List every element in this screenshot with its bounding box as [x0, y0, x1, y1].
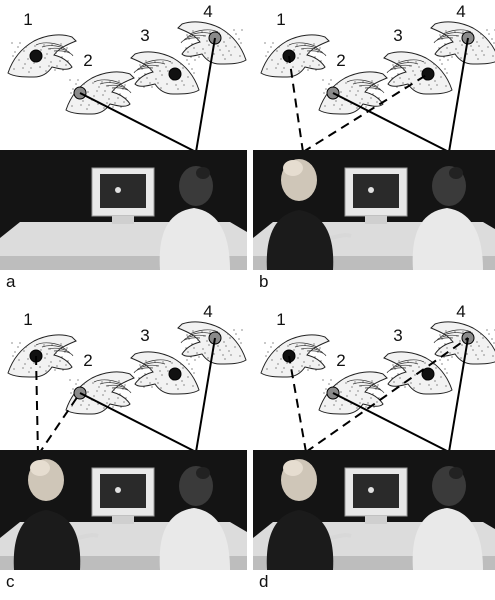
hand-3-marker — [421, 367, 435, 381]
participant-left — [266, 459, 352, 570]
hand-2-illustration: 2 — [65, 351, 135, 415]
hand-3-label: 3 — [393, 326, 402, 345]
hand-3-label: 3 — [140, 326, 149, 345]
photo — [253, 150, 495, 270]
photo — [0, 450, 247, 570]
hand-1-illustration: 1 — [260, 10, 330, 78]
figure-panel-c: 1 2 3 4 c — [0, 300, 247, 600]
hand-1-illustration: 1 — [7, 10, 77, 78]
hand-1-label: 1 — [23, 310, 32, 329]
participant-right — [159, 466, 230, 570]
hand-1-label: 1 — [276, 10, 285, 29]
solid-line-to-hand-4 — [448, 37, 469, 153]
hand-2-label: 2 — [83, 351, 92, 370]
figure-panel-b: 1 2 3 4 b — [253, 0, 495, 300]
hand-1-illustration: 1 — [260, 310, 330, 378]
hand-3-illustration: 3 — [130, 326, 200, 395]
photo — [253, 450, 495, 570]
dashed-line-to-hand-1 — [288, 355, 307, 453]
dashed-line-to-hand-1 — [288, 55, 304, 153]
figure-panel-a: 1 2 3 4 a — [0, 0, 247, 300]
hand-4-label: 4 — [456, 2, 465, 21]
hand-3-label: 3 — [393, 26, 402, 45]
panel-letter: c — [6, 572, 15, 591]
hand-2-label: 2 — [336, 51, 345, 70]
panel-illustration: 1 2 3 4 — [0, 302, 247, 570]
panel-illustration: 1 2 3 4 — [253, 2, 495, 270]
hand-3-marker — [168, 367, 182, 381]
hand-3-marker — [168, 67, 182, 81]
solid-line-to-hand-4 — [195, 37, 216, 153]
hand-4-label: 4 — [203, 2, 212, 21]
panel-letter: d — [259, 572, 269, 591]
dashed-line-to-hand-2 — [37, 392, 81, 456]
figure-panel-d: 1 2 3 4 d — [253, 300, 495, 600]
hand-2-label: 2 — [336, 351, 345, 370]
dashed-line-to-hand-1 — [35, 355, 39, 456]
participant-left — [13, 459, 99, 570]
solid-line-to-hand-4 — [195, 337, 216, 453]
panel-illustration: 1 2 3 4 — [0, 2, 247, 270]
hand-1-label: 1 — [23, 10, 32, 29]
hand-2-illustration: 2 — [318, 51, 388, 115]
hand-2-label: 2 — [83, 51, 92, 70]
solid-line-to-hand-4 — [448, 337, 469, 453]
hand-1-marker — [29, 49, 43, 63]
photo — [0, 150, 247, 270]
dashed-line-to-hand-4 — [305, 337, 469, 453]
hand-4-illustration: 4 — [430, 2, 495, 65]
hand-3-label: 3 — [140, 26, 149, 45]
hand-4-label: 4 — [456, 302, 465, 321]
hand-1-label: 1 — [276, 310, 285, 329]
panel-illustration: 1 2 3 4 — [253, 302, 495, 570]
hand-4-illustration: 4 — [430, 302, 495, 365]
solid-line-to-hand-2 — [332, 392, 450, 453]
hand-2-illustration: 2 — [65, 51, 135, 115]
participant-right — [412, 466, 483, 570]
participant-right — [159, 166, 230, 270]
hand-4-label: 4 — [203, 302, 212, 321]
hand-2-illustration: 2 — [318, 351, 388, 415]
solid-line-to-hand-2 — [79, 92, 197, 153]
panel-letter: b — [259, 272, 269, 291]
solid-line-to-hand-2 — [79, 392, 197, 453]
hand-3-illustration: 3 — [130, 26, 200, 95]
hand-1-illustration: 1 — [7, 310, 77, 378]
dashed-line-to-hand-3 — [302, 73, 429, 153]
panel-letter: a — [6, 272, 16, 291]
solid-line-to-hand-2 — [332, 92, 450, 153]
participant-left — [266, 159, 352, 270]
participant-right — [412, 166, 483, 270]
